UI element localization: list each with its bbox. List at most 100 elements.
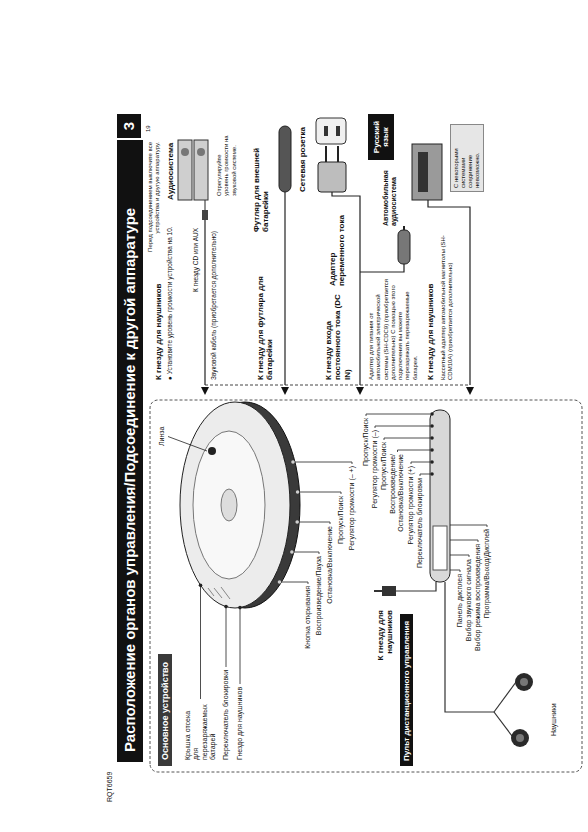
arrowhead	[466, 387, 474, 395]
player-center	[221, 489, 237, 521]
part-label: Выбор режима воспроизведения	[474, 544, 482, 651]
part-label: ● Установите уровень громкости устройств…	[166, 226, 174, 380]
leader-line	[298, 492, 341, 494]
part-label: Остановка/Выключение	[326, 526, 334, 604]
outlet-hole	[336, 126, 340, 136]
part-label: Программа/Выход/Дисплей	[483, 529, 491, 618]
part-label: RQT6659	[106, 772, 114, 802]
stereo-knob	[181, 148, 189, 156]
leader-line	[240, 608, 241, 684]
box-text: 3	[120, 117, 137, 135]
section-band: Пульт дистанционного управления	[400, 614, 413, 766]
button-dot	[430, 448, 434, 452]
part-label: 19	[145, 125, 152, 132]
button-dot	[430, 436, 434, 440]
earphone-cord	[494, 682, 516, 712]
adapter-body	[318, 162, 346, 192]
leader-line	[420, 474, 430, 476]
cd-player	[180, 402, 300, 608]
button-dot	[199, 583, 203, 587]
part-label: Пропуск/Поиск	[337, 496, 345, 544]
earbud	[516, 734, 524, 742]
arrowhead	[281, 387, 289, 395]
car-plug	[398, 230, 410, 264]
part-label: Кнопка открывания	[304, 586, 312, 649]
leader-line	[280, 582, 309, 584]
dashed-link	[205, 385, 470, 386]
stereo-knob	[197, 148, 205, 156]
lens	[208, 447, 216, 455]
leader-line	[450, 570, 460, 572]
leader-line	[450, 540, 478, 542]
earphone-cord	[494, 712, 512, 736]
leader-line	[226, 607, 227, 667]
box-text: Пульт дистанционного управления	[402, 619, 411, 761]
unit-outline	[150, 400, 582, 772]
button-dot	[295, 520, 299, 524]
part-label: К гнезду для футляра для батарейки	[256, 250, 275, 380]
button-dot	[224, 605, 228, 609]
battery-case	[279, 126, 291, 385]
wall-outlet	[316, 118, 346, 144]
part-label: К гнезду для наушников	[376, 610, 395, 682]
audio-cable	[204, 220, 205, 385]
earbud	[520, 678, 528, 686]
audio-plug	[202, 210, 208, 220]
part-label: Пропуск/Поиск	[380, 442, 388, 490]
part-label: Аудиосистема	[166, 143, 175, 200]
remote-cord	[396, 582, 436, 591]
page-number-box: 3	[117, 114, 141, 138]
part-label: Воспроизведение/ Остановка/Выключение	[389, 454, 406, 534]
part-label: Кассетный адаптер автомобильной магнитол…	[440, 215, 455, 380]
leader-line	[292, 552, 319, 554]
adapter-prong	[325, 146, 327, 162]
car-cable	[360, 264, 404, 272]
connection-arrows	[201, 385, 474, 395]
battery-tube	[279, 126, 291, 192]
button-dot	[290, 550, 294, 554]
leader-line	[200, 585, 201, 699]
player-lid	[193, 431, 265, 579]
leader-line	[450, 525, 487, 527]
part-label: Автомобильная аудиосистема	[382, 166, 399, 226]
button-dot	[278, 580, 282, 584]
part-label: Адаптер для питания от автомобильной эле…	[368, 278, 419, 380]
remote-body	[430, 410, 450, 582]
button-dot	[296, 490, 300, 494]
part-label: Крышка отсека для перезаряжаемых батарей	[184, 702, 217, 760]
leader-line	[168, 437, 207, 452]
part-label: Переключатель блокировки	[222, 670, 230, 760]
button-dot	[291, 460, 295, 464]
part-label: Панель дисплея	[456, 574, 464, 627]
remote-plug	[382, 586, 396, 596]
part-label: Гнездо для наушников	[236, 687, 244, 760]
leader-line	[411, 462, 430, 464]
outlet-hole	[324, 126, 328, 136]
ac-adapter	[316, 118, 360, 385]
box-text: Русский язык	[372, 117, 390, 157]
part-label: Перед подсоединением выключите все устро…	[147, 142, 162, 262]
earbud	[515, 673, 533, 691]
leader-line	[297, 522, 330, 524]
button-dot	[430, 412, 434, 416]
leader-line	[375, 426, 430, 428]
button-dot	[430, 424, 434, 428]
stereo-unit	[194, 140, 208, 200]
part-label: Линза	[158, 427, 166, 446]
note-box: С некоторыми системами соединение невозм…	[450, 124, 484, 192]
car-adapter	[360, 226, 410, 272]
part-label: К гнезду CD или AUX	[192, 228, 200, 292]
player-grip	[208, 587, 230, 599]
part-label: Регулятор громкости (–)	[371, 430, 379, 508]
leader-line	[398, 450, 431, 452]
part-label: К гнезду для наушников	[426, 284, 435, 380]
button-dot	[430, 460, 434, 464]
player-body	[180, 402, 290, 608]
section-band: Основное устройство	[158, 654, 172, 766]
box-text: С некоторыми системами соединение невозм…	[453, 128, 481, 188]
stereo-unit	[178, 140, 192, 200]
earbud	[511, 729, 529, 747]
